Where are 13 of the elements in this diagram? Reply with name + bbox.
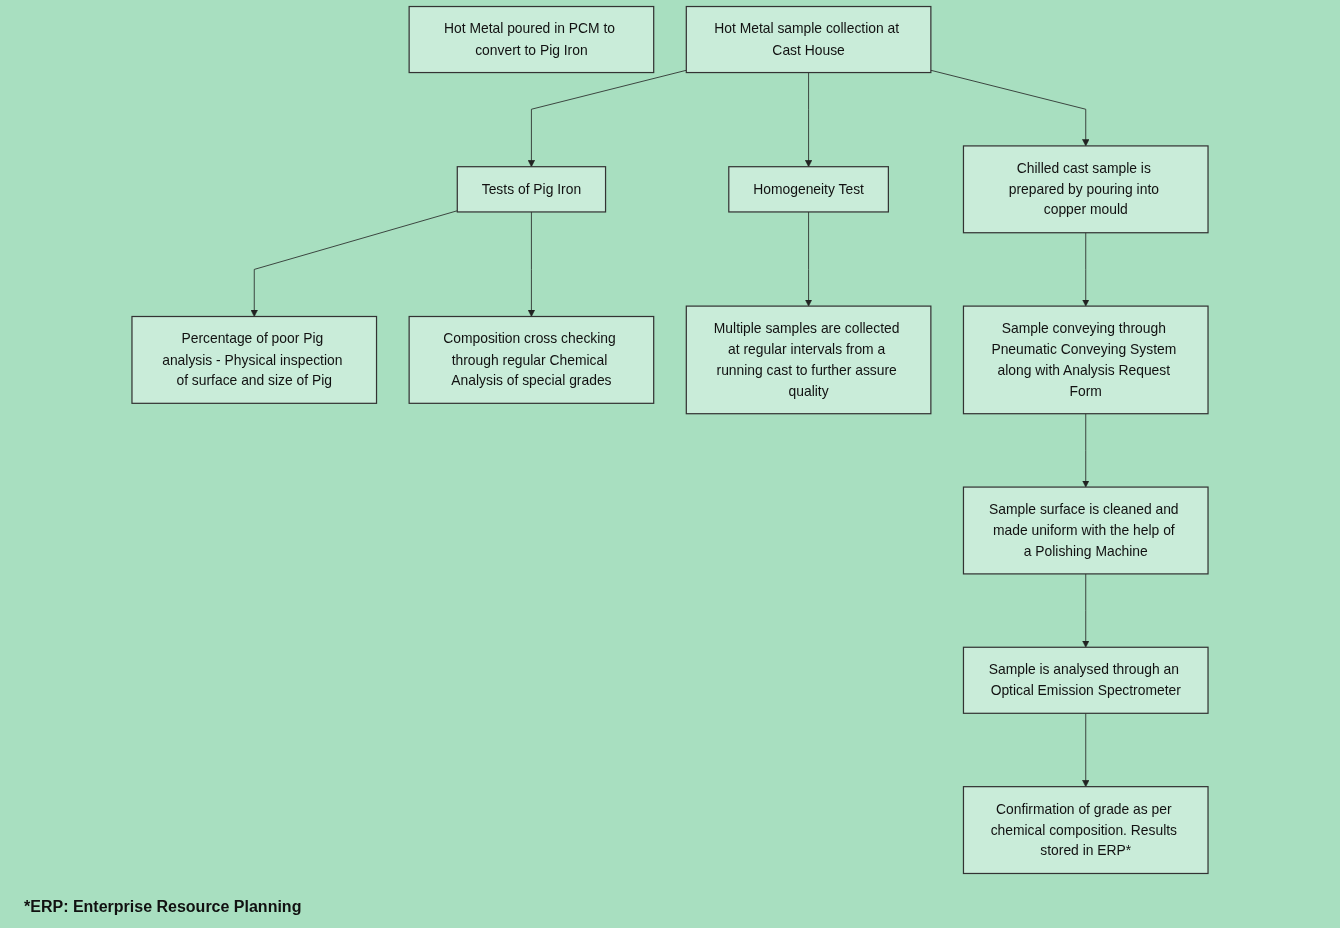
node-box: Percentage of poor Pig analysis - Physical inspection of surface and size of Pig [131, 315, 378, 404]
node-box: Hot Metal sample collection at Cast House [685, 5, 932, 74]
node-box: Sample surface is cleaned and made uniform with the help of a Polishing Machine [962, 486, 1209, 575]
node-box: Composition cross checking through regular Chemical Analysis of special grades [408, 315, 655, 404]
footnote: *ERP: Enterprise Resource Planning [24, 898, 302, 916]
node-box: Homogeneity Test [728, 166, 889, 213]
node-box: Chilled cast sample is prepared by pouring into copper mould [962, 145, 1209, 234]
node-box: Tests of Pig Iron [456, 166, 607, 213]
node-box: Sample conveying through Pneumatic Conveying System along with Analysis Request Form [962, 305, 1209, 415]
node-box: Hot Metal poured in PCM to convert to Pig Iron [408, 5, 655, 74]
node-box: Confirmation of grade as per chemical composition. Results stored in ERP* [962, 786, 1209, 875]
node-box: Sample is analysed through an Optical Emission Spectrometer [962, 646, 1209, 714]
node-box: Multiple samples are collected at regular intervals from a running cast to further assure quality [685, 305, 932, 415]
